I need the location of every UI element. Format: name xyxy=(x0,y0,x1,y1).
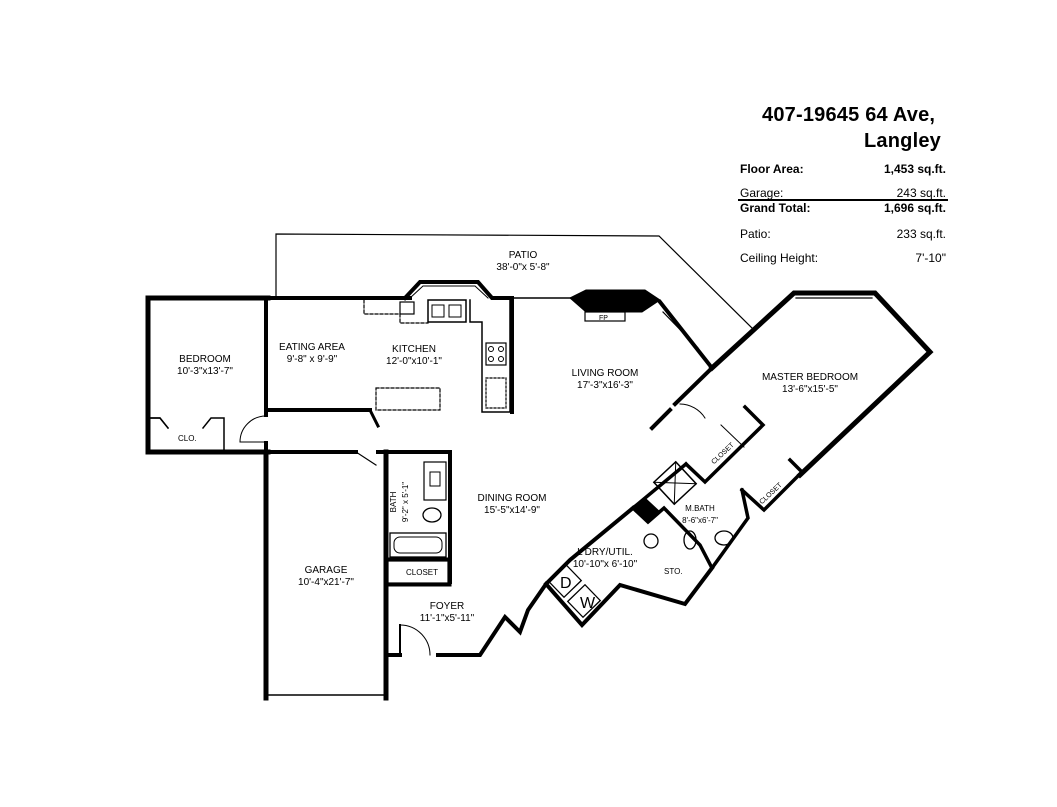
total-rule xyxy=(738,199,948,201)
room-dims: 15'-5"x14'-9" xyxy=(484,505,540,516)
kitchen-counter-east xyxy=(469,299,511,413)
dryer-label: D xyxy=(560,575,572,592)
info-value: 233 sq.ft. xyxy=(896,227,946,241)
room-name: L'DRY/UTIL. xyxy=(577,547,633,558)
room-laundry: L'DRY/UTIL. 10'-10"x 6'-10" xyxy=(573,547,637,571)
info-label: Grand Total: xyxy=(740,201,811,215)
patio-outline xyxy=(275,233,753,329)
fireplace xyxy=(569,289,661,313)
vanity xyxy=(423,461,447,501)
room-dims: 13'-6"x15'-5" xyxy=(782,384,838,395)
address-line-1: 407-19645 64 Ave, xyxy=(762,104,936,126)
sink-counter xyxy=(427,299,467,323)
room-dims: 10'-10"x 6'-10" xyxy=(572,559,638,570)
room-dims: 8'-6"x6'-7" xyxy=(682,516,718,525)
room-dims: 9'-2" x 5'-1" xyxy=(401,481,410,523)
room-dims: 38'-0"x 5'-8" xyxy=(496,262,550,273)
bedroom-wall xyxy=(145,295,271,455)
room-dims: 10'-3"x13'-7" xyxy=(177,366,233,377)
room-name: LIVING ROOM xyxy=(571,368,639,379)
clo-label: CLO. xyxy=(178,434,197,443)
toilet xyxy=(422,507,442,523)
hall-closet xyxy=(387,560,449,584)
info-garage: Garage: 243 sq.ft. xyxy=(740,186,946,200)
tub xyxy=(389,532,447,558)
master-closet-1 xyxy=(683,404,766,485)
washer-label: W xyxy=(580,595,596,612)
room-dims: 17'-3"x16'-3" xyxy=(577,380,633,391)
kitchen-bay xyxy=(402,280,514,301)
kitchen-island xyxy=(375,387,441,411)
room-bedroom: BEDROOM 10'-3"x13'-7" xyxy=(177,354,233,378)
room-eating-area: EATING AREA 9'-8" x 9'-9" xyxy=(279,342,345,366)
address-line-2: Langley xyxy=(864,130,941,152)
room-name: DINING ROOM xyxy=(477,493,547,504)
room-foyer: FOYER 11'-1"x5'-11" xyxy=(420,601,474,625)
laundry-wall xyxy=(543,505,715,628)
shower xyxy=(652,460,698,506)
info-ceiling-height: Ceiling Height: 7'-10" xyxy=(740,251,946,265)
room-name: BEDROOM xyxy=(179,354,231,365)
bath-wall xyxy=(384,450,452,584)
room-name: MASTER BEDROOM xyxy=(761,372,859,383)
info-value: 7'-10" xyxy=(915,251,946,265)
room-dims: 12'-0"x10'-1" xyxy=(386,356,442,367)
bedroom-closet xyxy=(149,417,170,430)
master-closet-2 xyxy=(739,457,805,513)
room-dims: 10'-4"x21'-7" xyxy=(298,577,354,588)
info-value: 1,453 sq.ft. xyxy=(883,162,946,176)
info-label: Garage: xyxy=(740,186,784,200)
foyer-se-wall xyxy=(436,581,549,657)
sto-label: STO. xyxy=(664,567,683,576)
room-garage: GARAGE 10'-4"x21'-7" xyxy=(298,565,354,589)
master-outer xyxy=(708,290,934,479)
room-master-bedroom: MASTER BEDROOM 13'-6"x15'-5" xyxy=(762,372,858,396)
room-name: GARAGE xyxy=(304,565,348,576)
room-name: M.BATH xyxy=(685,504,715,513)
info-value: 243 sq.ft. xyxy=(896,186,946,200)
dryer xyxy=(547,563,583,599)
washer xyxy=(566,583,602,619)
room-dims: 9'-8" x 9'-9" xyxy=(286,354,338,365)
room-dims: 11'-1"x5'-11" xyxy=(419,613,475,624)
room-kitchen: KITCHEN 12'-0"x10'-1" xyxy=(386,344,442,368)
fp-label: FP xyxy=(599,315,608,322)
info-label: Ceiling Height: xyxy=(740,251,819,265)
room-name: PATIO xyxy=(508,250,538,261)
room-name: KITCHEN xyxy=(392,344,436,355)
info-grand-total: Grand Total: 1,696 sq.ft. xyxy=(740,201,946,215)
info-label: Patio: xyxy=(740,227,771,241)
room-bath: BATH 9'-2" x 5'-1" xyxy=(388,482,412,522)
room-dining: DINING ROOM 15'-5"x14'-9" xyxy=(478,493,547,517)
room-name: BATH xyxy=(389,491,398,513)
room-name: EATING AREA xyxy=(279,342,345,353)
room-name: FOYER xyxy=(429,601,465,612)
info-value: 1,696 sq.ft. xyxy=(883,201,946,215)
info-label: Floor Area: xyxy=(740,162,804,176)
info-floor-area: Floor Area: 1,453 sq.ft. xyxy=(740,162,946,176)
room-patio: PATIO 38'-0"x 5'-8" xyxy=(496,250,549,274)
room-master-bath: M.BATH 8'-6"x6'-7" xyxy=(682,503,718,527)
info-patio: Patio: 233 sq.ft. xyxy=(740,227,946,241)
hall-closet-label: CLOSET xyxy=(406,568,438,577)
range xyxy=(485,342,507,366)
room-living: LIVING ROOM 17'-3"x16'-3" xyxy=(572,368,639,392)
